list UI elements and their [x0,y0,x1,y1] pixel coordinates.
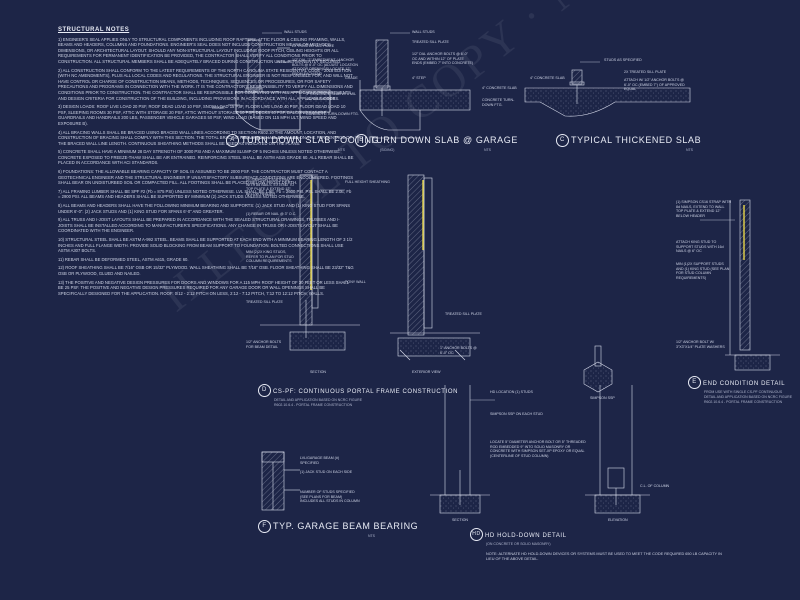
detail-d-marker: D [258,384,271,397]
detail-c-scale: NTS [686,148,693,152]
detail-e-label-1: (1) SIMPSON CS16 STRAP WITH 8d NAILS, EX… [676,200,732,218]
notes-heading: STRUCTURAL NOTES [58,27,130,33]
detail-d-drawing [260,174,613,393]
detail-c-label-3: ATTACH W/ 1/2" ANCHOR BOLTS @ 6'-0" OC (… [624,78,685,92]
detail-e-sub1: FROM USE WITH SINGLE CS-PF CONTINUOUS [704,390,783,394]
detail-hd-note: NOTE: ALTERNATE HD HOLD-DOWN DEVICES OR … [486,552,722,561]
detail-hd-label-5: ELEVATION [608,518,628,522]
detail-a-label-2: 2X TREATED SILL PLATE [292,44,335,48]
detail-d-label-12: SIMPSON SSP [590,396,615,400]
detail-hd-label-2: SIMPSON SSP ON EACH STUD [490,412,543,416]
detail-d-label-4: TREATED SILL PLATE [246,300,283,304]
detail-f-title-text: TYP. GARAGE BEAM BEARING [273,520,419,531]
detail-b-scale: NTS [484,148,491,152]
detail-b-label-3: 1/2" DIA. ANCHOR BOLTS @ 6'-0" OC AND WI… [412,52,474,66]
detail-a-label-4: 4" CONCRETE SLAB W/ 6 MIL VAPOR BARRIER [306,92,356,101]
note-3: 3) DESIGN LOADS: ROOF LIVE LOAD 20 PSF, … [58,104,346,126]
detail-c-label-1: STUDS AS SPECIFIED [604,58,642,62]
note-8: 8) ALL BEAMS AND HEADERS SHALL HAVE THE … [58,203,351,214]
detail-b-label-1: WALL STUDS [412,30,435,34]
detail-a-label-6: GRADE [212,106,225,110]
detail-d-sub1: DETAIL AND APPLICATION BASED ON NCRC FIG… [274,398,363,402]
note-2: 2) ALL CONSTRUCTION SHALL CONFORM TO THE… [58,67,353,101]
detail-d-label-7: PONY WALL [345,280,366,284]
detail-hd-label-1: HD LOCATION (1) STUDS [490,390,533,394]
detail-d-label-6: FULL HEIGHT SHEATHING [345,180,390,184]
detail-d-label-5: 1/2" ANCHOR BOLTS FOR BEAM DETAIL [246,340,282,349]
detail-b-drawing [359,39,471,139]
detail-hd-drawing [430,385,650,514]
detail-f-label-3: NUMBER OF STUDS SPECIFIED (SEE PLANS FOR… [300,490,360,504]
detail-b-label-2: TREATED SILL PLATE [412,40,449,44]
detail-d-label-3: MIN (2)2X KING STUDS, REFER TO PLAN FOR … [246,250,294,264]
detail-b-subscale: (SIDING) [380,148,395,152]
note-11: 11) REBAR SHALL BE DEFORMED STEEL, ASTM … [58,256,189,262]
note-6: 6) FOUNDATIONS: THE ALLOWABLE BEARING CA… [58,169,354,186]
detail-b-label-7: GRADE [345,76,358,80]
detail-f-marker: F [258,520,271,533]
detail-a-marker: A [226,134,239,147]
detail-d-label-10: TREATED SILL PLATE [445,312,482,316]
detail-e-marker: E [688,376,701,389]
note-1: 1) ENGINEER'S SEAL APPLIES ONLY TO STRUC… [58,36,346,64]
detail-e-title-text: END CONDITION DETAIL [703,380,786,387]
detail-a-label-5: CONCRETE TURN-DOWN FTG. [306,112,359,116]
detail-f-scale: NTS [368,534,375,538]
detail-e-drawing [725,199,780,371]
note-9: 9) ALL TRUSS AND I-JOIST LAYOUTS SHALL B… [58,217,340,234]
detail-b-label-4: 4" STEP [412,76,426,80]
detail-a-label-3: 1/2" DIA. "J" EMBEDMENT / ANCHOR BOLTS @… [292,58,358,76]
structural-notes: STRUCTURAL NOTES 1) ENGINEER'S SEAL APPL… [58,27,354,299]
detail-d-label-1: (2) SIMPSON CS16 STRAP WITH 8d NAILS, EX… [246,178,294,196]
detail-d-label-11: 1" ANCHOR BOLTS @ 6'-0" OC [440,346,477,355]
detail-f-drawing [261,451,300,511]
detail-d-label-2: (1) REBAR OR NAIL @ 3" O.C. [246,212,297,216]
note-12: 12) ROOF SHEATHING SHALL BE 7/16" OSB OR… [58,265,354,276]
detail-f-label-2: (1) JACK STUD ON EACH SIDE [300,470,353,474]
detail-c-drawing [524,69,691,117]
detail-b-label-6: CONCRETE TURN-DOWN FTG. [482,98,515,107]
detail-e-sub2: DETAIL AND APPLICATION BASED ON NCRC FIG… [704,395,793,399]
detail-b-marker: B [355,134,368,147]
detail-b-label-5: 4" CONCRETE SLAB [482,86,517,90]
detail-e-label-3: MIN (1)2X SUPPORT STUDS AND (1) KING STU… [676,262,730,280]
detail-a-label-1: WALL STUDS [284,30,307,34]
note-7: 7) ALL FRAMING LUMBER SHALL BE SPF #2 (F… [58,188,352,200]
detail-d-title-text: CS-PF: CONTINUOUS PORTAL FRAME CONSTRUCT… [273,388,459,395]
detail-e-label-4: 1/2" ANCHOR BOLT W/ 3"X3"X1/4" PLATE WAS… [676,340,725,349]
detail-c-label-4: 4" CONCRETE SLAB [530,76,565,80]
note-13: 13) THE POSITIVE AND NEGATIVE DESIGN PRE… [58,279,349,296]
detail-b-title-text: TURN DOWN SLAB @ GARAGE [370,134,518,145]
detail-d-label-9: SECTION [310,370,326,374]
detail-hd-label-3: LOCATE 5" DIAMETER ANCHOR BOLT OR 5" THR… [490,440,586,458]
detail-hd-marker: HD [470,528,483,541]
note-10: 10) STRUCTURAL STEEL SHALL BE ASTM A-992… [58,237,353,254]
detail-hd-label-6: C.L. OF COLUMN [640,484,670,488]
detail-d-sub2: R602.10.6.4 - PORTAL FRAME CONSTRUCTION [274,403,353,407]
detail-c-marker: C [556,134,569,147]
detail-f-label-1: LVL/GARAGE BEAM (#) SPECIFIED [300,456,340,465]
detail-d-label-8: EXTERIOR VIEW [412,370,441,374]
note-5: 5) CONCRETE SHALL HAVE A MINIMUM 28 DAY … [58,149,354,166]
detail-c-title-text: TYPICAL THICKENED SLAB [571,134,702,145]
detail-e-sub3: R602.10.6.4 - PORTAL FRAME CONSTRUCTION [704,400,783,404]
detail-a-title-text: TURN DOWN SLAB FOOTING [241,134,380,145]
detail-e-label-2: ATTACH KING STUD TO SUPPORT STUDS WITH 1… [676,240,724,254]
detail-hd-title-text: HD HOLD-DOWN DETAIL [485,532,567,539]
detail-c-label-2: 2X TREATED SILL PLATE [624,70,667,74]
note-4: 4) ALL BRACING WALLS SHALL BE BRACED USI… [58,129,353,146]
detail-a-drawing [228,39,331,139]
detail-hd-sub1: (ON CONCRETE OR SOLID MASONRY) [486,542,551,546]
detail-hd-label-4: SECTION [452,518,468,522]
detail-a-scale: NTS [338,148,345,152]
